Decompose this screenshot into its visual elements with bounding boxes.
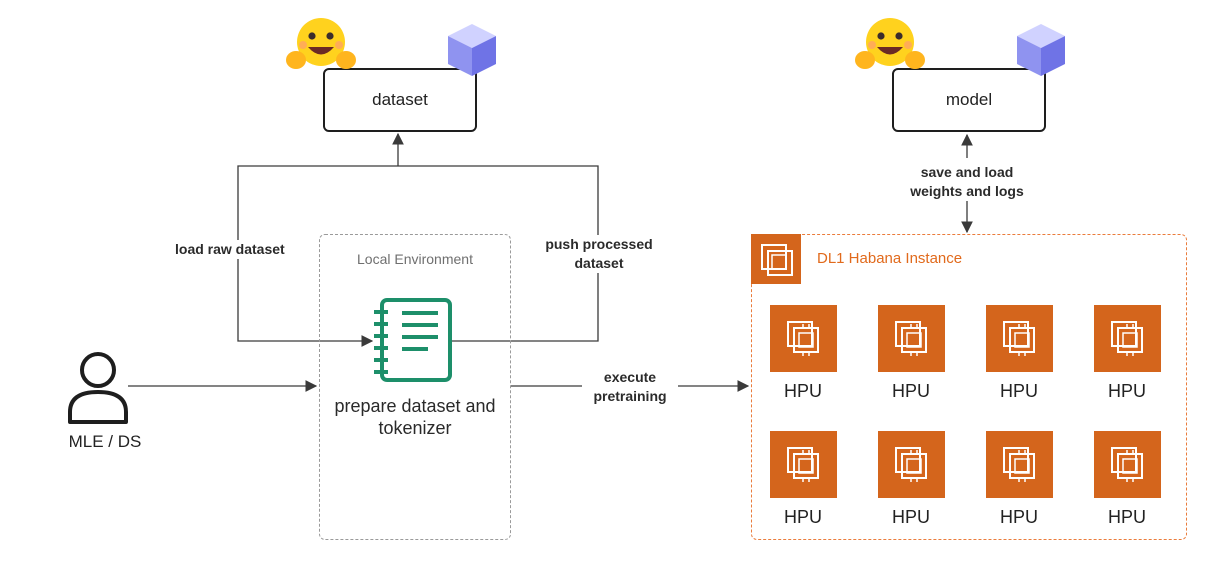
hpu-unit: HPU [763,431,843,528]
hpu-chip-icon [985,305,1053,372]
hpu-unit: HPU [979,305,1059,402]
edge-label-execute-line1: execute [582,368,678,387]
user-label: MLE / DS [68,432,142,451]
local-environment-container [319,234,511,540]
hugging-face-icon [855,18,925,69]
hpu-chip-icon [1093,431,1161,498]
ec2-chip-icon [751,234,801,284]
hpu-chip-icon [769,305,837,372]
hpu-label: HPU [999,381,1038,401]
hpu-unit: HPU [871,305,951,402]
hpu-chip-icon [985,431,1053,498]
hpu-chip-icon [877,431,945,498]
model-hub-label: model [945,90,993,109]
hpu-unit: HPU [979,431,1059,528]
hpu-label: HPU [1107,381,1146,401]
hpu-label: HPU [1107,507,1146,527]
hpu-chip-icon [769,431,837,498]
notebook-icon [374,298,452,382]
edge-label-save-load-line2: weights and logs [894,182,1040,201]
local-environment-title: Local Environment [357,251,473,267]
hub-cube-icon [1017,24,1065,76]
hpu-label: HPU [783,507,822,527]
edge-label-save-load-line1: save and load [904,163,1030,182]
hpu-label: HPU [783,381,822,401]
edge-label-push-processed-line1: push processed [536,235,662,254]
edge-label-load-raw-dataset: load raw dataset [175,240,285,259]
edge-label-execute-line2: pretraining [576,387,684,406]
model-hub-box: model [892,68,1046,132]
edge-label-push-processed-line2: dataset [536,254,662,273]
dl1-instance-title: DL1 Habana Instance [817,250,963,267]
person-icon [68,352,128,424]
hpu-unit: HPU [763,305,843,402]
hpu-label: HPU [891,507,930,527]
hpu-chip-icon [1093,305,1161,372]
hpu-unit: HPU [871,431,951,528]
hub-cube-icon [448,24,496,76]
prepare-dataset-label: prepare dataset and tokenizer [334,396,496,438]
hpu-label: HPU [999,507,1038,527]
hpu-unit: HPU [1087,305,1167,402]
dataset-hub-label: dataset [372,90,428,109]
dataset-hub-box: dataset [323,68,477,132]
hpu-unit: HPU [1087,431,1167,528]
dl1-instance-container [751,234,1187,540]
hpu-label: HPU [891,381,930,401]
hugging-face-icon [286,18,356,69]
hpu-chip-icon [877,305,945,372]
